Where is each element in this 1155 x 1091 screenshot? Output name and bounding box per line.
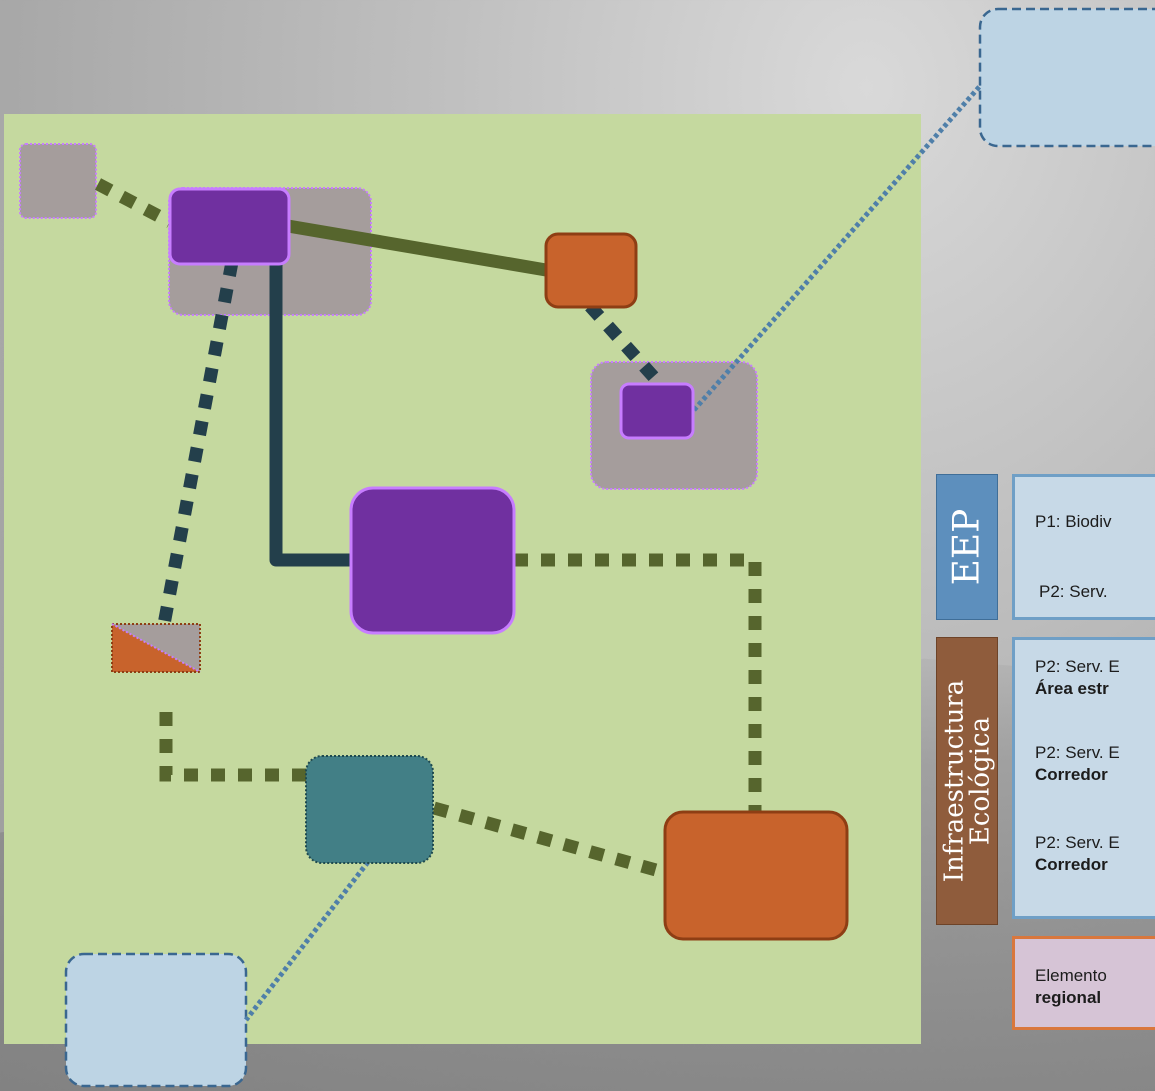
legend-regional-element-line2: regional [1035, 988, 1102, 1008]
legend-infra-item-1-line2: Área estr [1035, 679, 1109, 699]
gray-zone-top-left [19, 143, 97, 219]
legend-tab-infra-label: Infraestructura Ecológica [939, 679, 996, 883]
blue-dotted-link-bottom-left [244, 860, 370, 1022]
orange-element-bottom-right [663, 810, 849, 941]
olive-dotted-corridor-bottom [432, 801, 665, 879]
dark-teal-dotted-corridor-left [155, 260, 239, 637]
legend-infra-item-2-line2: Corredor [1035, 765, 1108, 785]
legend-infra-item-2: P2: Serv. E Corredor [1035, 742, 1120, 786]
legend-eep-item-1: P1: Biodiv [1035, 512, 1112, 531]
legend-infra-item-3: P2: Serv. E Corredor [1035, 832, 1120, 876]
legend-regional-element-text: Elemento regional [1035, 965, 1107, 1009]
legend-infra-item-2-line1: P2: Serv. E [1035, 743, 1120, 762]
legend-box-regional-element: Elemento regional [1012, 936, 1155, 1030]
dark-teal-solid-corridor [269, 251, 359, 567]
legend-infra-item-1: P2: Serv. E Área estr [1035, 656, 1120, 700]
mixed-element-left [111, 623, 201, 673]
legend-box-infra: P2: Serv. E Área estr P2: Serv. E Corred… [1012, 637, 1155, 919]
legend-tab-infra: Infraestructura Ecológica [936, 637, 998, 925]
dark-teal-dotted-corridor-right [585, 301, 665, 389]
olive-dotted-corridor-left [159, 712, 306, 782]
legend-infra-item-3-line1: P2: Serv. E [1035, 833, 1120, 852]
olive-dotted-corridor-center-right [514, 553, 762, 812]
core-area-top [168, 187, 291, 266]
regional-element-top-right [978, 7, 1155, 148]
legend-box-eep: P1: Biodiv P2: Serv. [1012, 474, 1155, 620]
blue-dotted-link-top-right [692, 84, 982, 412]
legend-eep-item-2: P2: Serv. [1039, 582, 1108, 601]
legend-tab-infra-line1: Infraestructura [939, 679, 970, 883]
legend-infra-item-3-line2: Corredor [1035, 855, 1108, 875]
teal-element [305, 755, 434, 864]
core-area-small-right [619, 382, 695, 440]
core-area-center [349, 486, 516, 635]
regional-element-bottom-left [64, 952, 248, 1088]
orange-element-top [544, 232, 638, 309]
olive-dotted-corridor-top-left [94, 178, 174, 228]
legend-regional-element-line1: Elemento [1035, 966, 1107, 985]
legend-infra-item-1-line1: P2: Serv. E [1035, 657, 1120, 676]
legend-tab-infra-line2: Ecológica [965, 716, 996, 846]
olive-solid-corridor [286, 219, 548, 277]
legend-tab-eep: EEP [936, 474, 998, 620]
legend-tab-eep-label: EEP [946, 508, 987, 586]
